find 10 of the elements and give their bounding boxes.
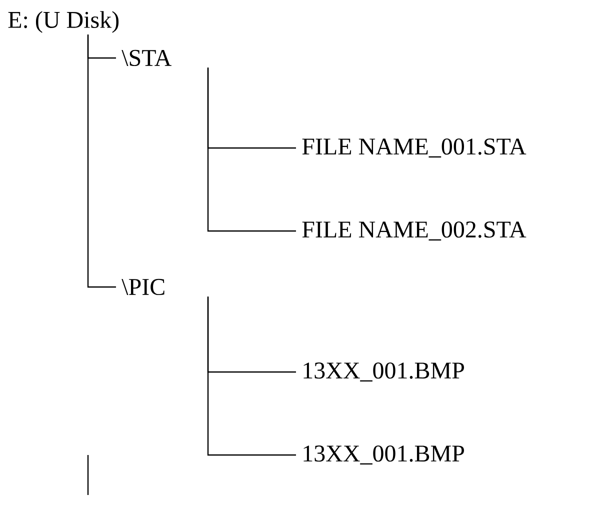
drive-label: E: (U Disk) [8,11,119,33]
folder-label: \STA [122,50,172,66]
file-label: 13XX_001.BMP [304,445,464,465]
file-label: 13XX_001.BMP [304,362,464,382]
tree-line [87,34,116,288]
file-label: FILE NAME_002.STA [302,221,526,241]
tree-line [207,68,296,232]
tree-line [207,296,296,456]
folder-label: \PIC [122,278,164,296]
file-label: FILE NAME_001.STA [302,138,526,158]
